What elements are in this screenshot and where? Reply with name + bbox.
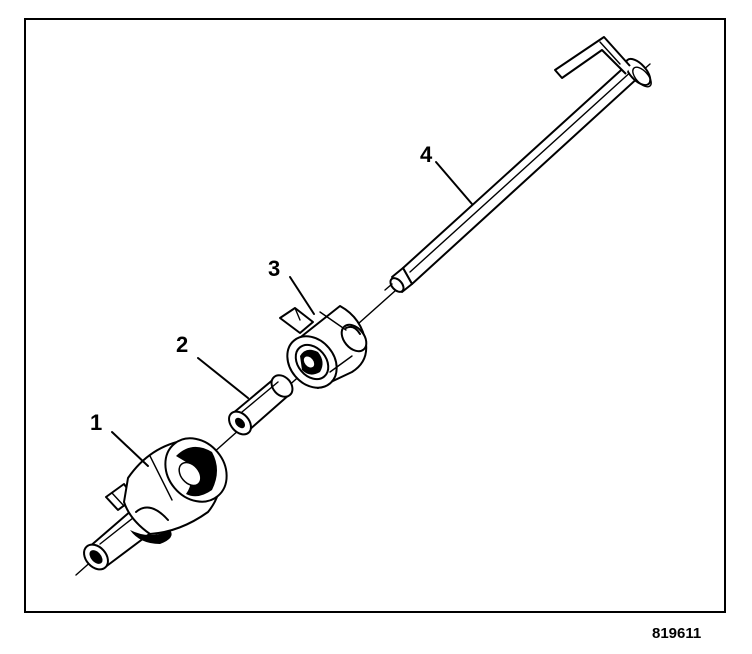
callout-4-leader	[435, 161, 473, 205]
part-2-sleeve	[228, 374, 294, 436]
part-3-housing	[279, 305, 368, 389]
callout-3-leader	[289, 276, 315, 315]
callout-2-leader	[197, 357, 249, 399]
diagram-frame	[24, 18, 726, 613]
callout-1-leader	[111, 431, 149, 467]
callout-1-label: 1	[90, 410, 102, 435]
part-1-knob	[83, 437, 228, 571]
callout-3-label: 3	[268, 256, 280, 281]
callout-4-label: 4	[420, 142, 433, 167]
part-4-rod	[384, 36, 652, 293]
figure-code: 819611	[652, 625, 701, 642]
callout-2-label: 2	[176, 332, 188, 357]
